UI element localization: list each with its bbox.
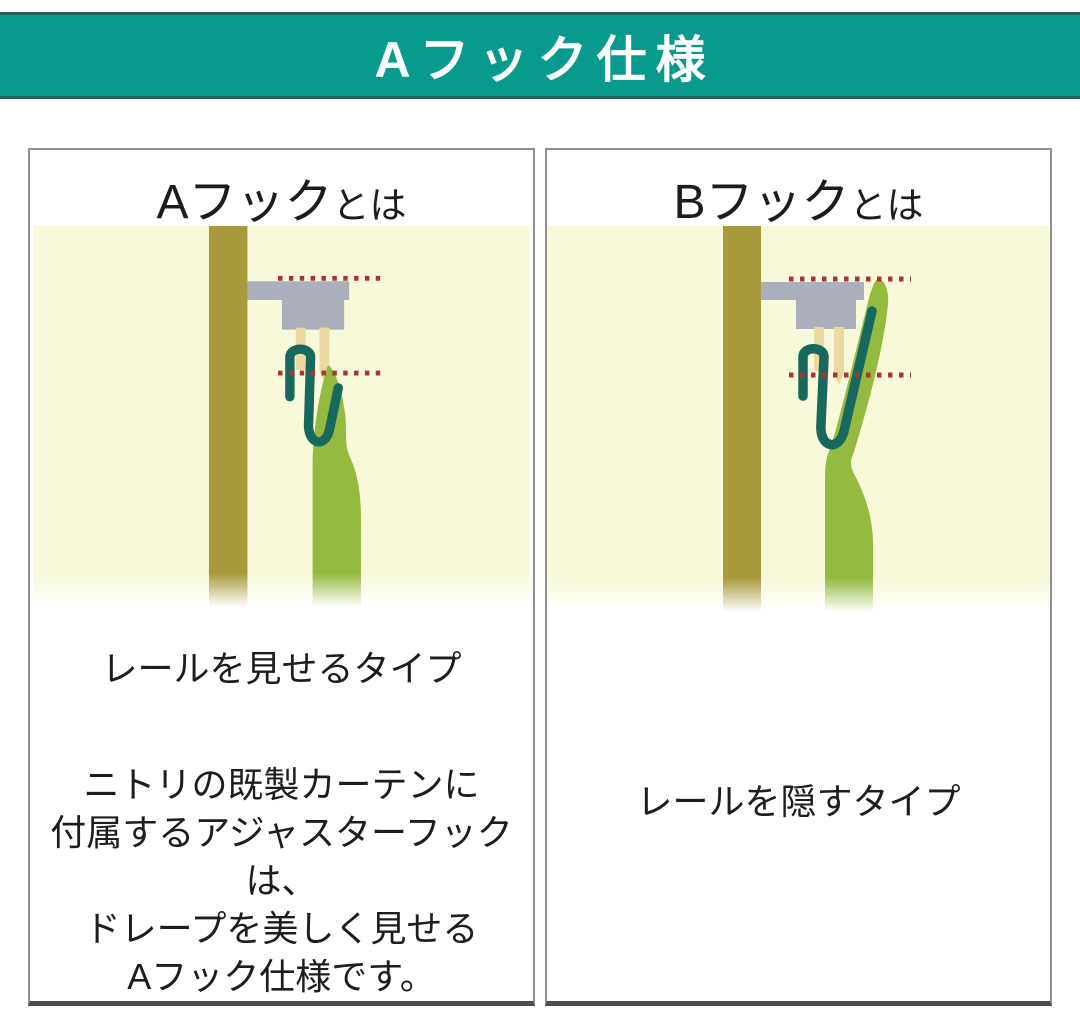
header-banner: Aフック仕様: [0, 12, 1080, 99]
a-hook-illustration: [33, 226, 530, 607]
panel-b-caption-heading: レールを隠すタイプ: [636, 780, 961, 822]
panel-b-title-main: Bフック: [673, 176, 850, 229]
curtain-rail-bracket: [761, 282, 864, 329]
panel-a-title: Aフックとは: [30, 150, 533, 229]
page-title: Aフック仕様: [374, 31, 715, 88]
b-hook-illustration: [547, 226, 1050, 612]
panel-a-title-main: Aフック: [156, 176, 333, 229]
window-frame: [208, 226, 248, 607]
panel-b-title-suffix: とは: [849, 185, 924, 226]
panel-a-hook: Aフックとは レールを見せるタイプ ニトリの既製カーテンに 付属するアジャスター…: [28, 148, 535, 1006]
panel-b-title: Bフックとは: [547, 150, 1050, 229]
comparison-panels: Aフックとは レールを見せるタイプ ニトリの既製カーテンに 付属するアジャスター…: [28, 148, 1052, 1006]
runner-stem-icon: [834, 327, 844, 385]
adjuster-hook-icon: [798, 306, 877, 450]
curtain-rail-bracket: [247, 281, 350, 330]
curtain: [825, 278, 889, 612]
window-frame: [723, 226, 761, 612]
panel-a-title-suffix: とは: [332, 185, 407, 226]
adjuster-hook-icon: [285, 344, 343, 447]
panel-a-caption-body: ニトリの既製カーテンに 付属するアジャスターフックは、 ドレープを美しく見せる …: [50, 764, 513, 997]
bottom-fade: [33, 573, 530, 607]
panel-a-caption-heading: レールを見せるタイプ: [101, 648, 462, 689]
panel-a-caption: レールを見せるタイプ ニトリの既製カーテンに 付属するアジャスターフックは、 ド…: [30, 607, 533, 1001]
bottom-fade: [547, 578, 1050, 612]
panel-b-hook: Bフックとは レールを隠すタイプ: [545, 148, 1052, 1006]
curtain: [312, 365, 361, 607]
panel-b-caption: レールを隠すタイプ: [547, 612, 1050, 1001]
